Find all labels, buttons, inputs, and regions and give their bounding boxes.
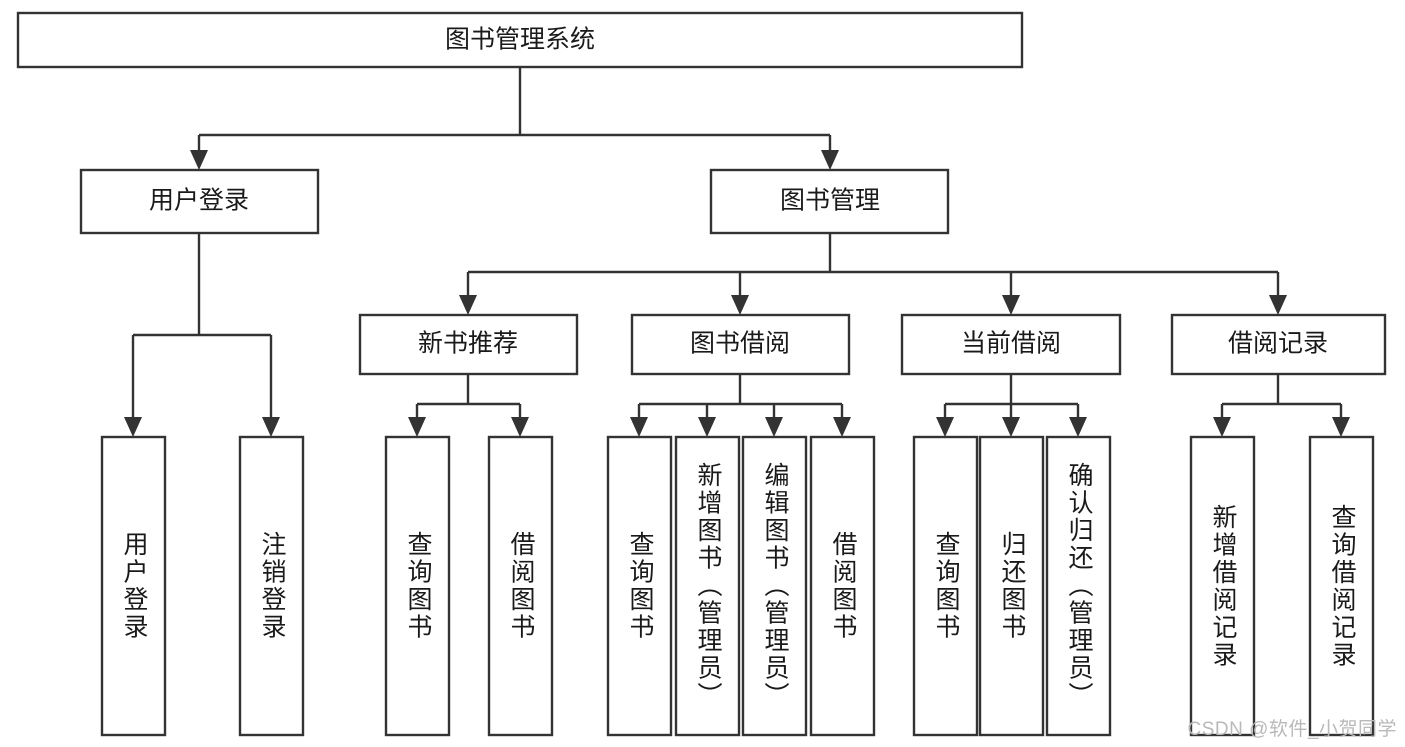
arrow-head-leaf-br-add xyxy=(1213,417,1231,437)
arrow-head-user-login xyxy=(190,150,208,170)
node-book-borrow-label: 图书借阅 xyxy=(690,330,790,358)
leaf-br-query-record[interactable] xyxy=(1308,435,1375,737)
leaf-cb-return-book[interactable] xyxy=(978,435,1045,737)
node-root[interactable] xyxy=(16,11,1024,69)
arrow-head-leaf-user-login xyxy=(124,417,142,437)
arrow-head-leaf-logout xyxy=(262,417,280,437)
leaf-cb-query-book[interactable] xyxy=(912,435,979,737)
node-new-book-recommend-label: 新书推荐 xyxy=(418,330,518,358)
node-book-borrow[interactable] xyxy=(630,313,851,376)
node-current-borrow[interactable] xyxy=(900,313,1122,376)
leaf-bb-borrow-book[interactable] xyxy=(809,435,876,737)
arrow-head-leaf-bb-borrow xyxy=(833,417,851,437)
leaf-user-login[interactable] xyxy=(100,435,167,737)
arrow-head-leaf-bb-add xyxy=(698,417,716,437)
node-user-login[interactable] xyxy=(79,168,320,235)
arrow-head-leaf-cb-query xyxy=(936,417,954,437)
leaf-logout[interactable] xyxy=(238,435,305,737)
node-new-book-recommend[interactable] xyxy=(358,313,579,376)
arrow-head-leaf-cb-return xyxy=(1002,417,1020,437)
arrow-head-leaf-nb-query xyxy=(408,417,426,437)
node-book-management[interactable] xyxy=(709,168,950,235)
arrow-head-leaf-cb-confirm xyxy=(1069,417,1087,437)
arrow-head-new-book xyxy=(459,295,477,315)
node-root-label: 图书管理系统 xyxy=(445,26,595,54)
arrow-head-book-mgmt xyxy=(821,150,839,170)
arrow-head-borrow-rec xyxy=(1269,295,1287,315)
leaf-br-add-record[interactable] xyxy=(1189,435,1256,737)
arrow-head-book-borrow xyxy=(731,295,749,315)
arrow-head-leaf-bb-edit xyxy=(765,417,783,437)
nodes-layer: 图书管理系统 用户登录 图书管理 新书推荐 图书借阅 当前借阅 借阅记录 xyxy=(16,11,1387,737)
connectors-layer xyxy=(124,67,1350,437)
leaf-nb-query-book[interactable] xyxy=(384,435,451,737)
node-borrow-record[interactable] xyxy=(1170,313,1387,376)
arrow-head-leaf-bb-query xyxy=(630,417,648,437)
node-borrow-record-label: 借阅记录 xyxy=(1228,330,1328,358)
leaf-nb-borrow-book[interactable] xyxy=(487,435,554,737)
arrow-head-cur-borrow xyxy=(1002,295,1020,315)
arrow-head-leaf-nb-borrow xyxy=(511,417,529,437)
leaf-bb-edit-book[interactable] xyxy=(741,435,808,737)
node-book-management-label: 图书管理 xyxy=(780,187,880,215)
csdn-watermark: CSDN @软件_小贺同学 xyxy=(1187,719,1397,740)
node-user-login-label: 用户登录 xyxy=(149,187,249,215)
leaf-cb-confirm-return[interactable] xyxy=(1045,435,1112,737)
arrow-head-leaf-br-query xyxy=(1332,417,1350,437)
leaf-bb-query-book[interactable] xyxy=(606,435,673,737)
node-current-borrow-label: 当前借阅 xyxy=(961,330,1061,358)
leaf-bb-add-book[interactable] xyxy=(674,435,741,737)
